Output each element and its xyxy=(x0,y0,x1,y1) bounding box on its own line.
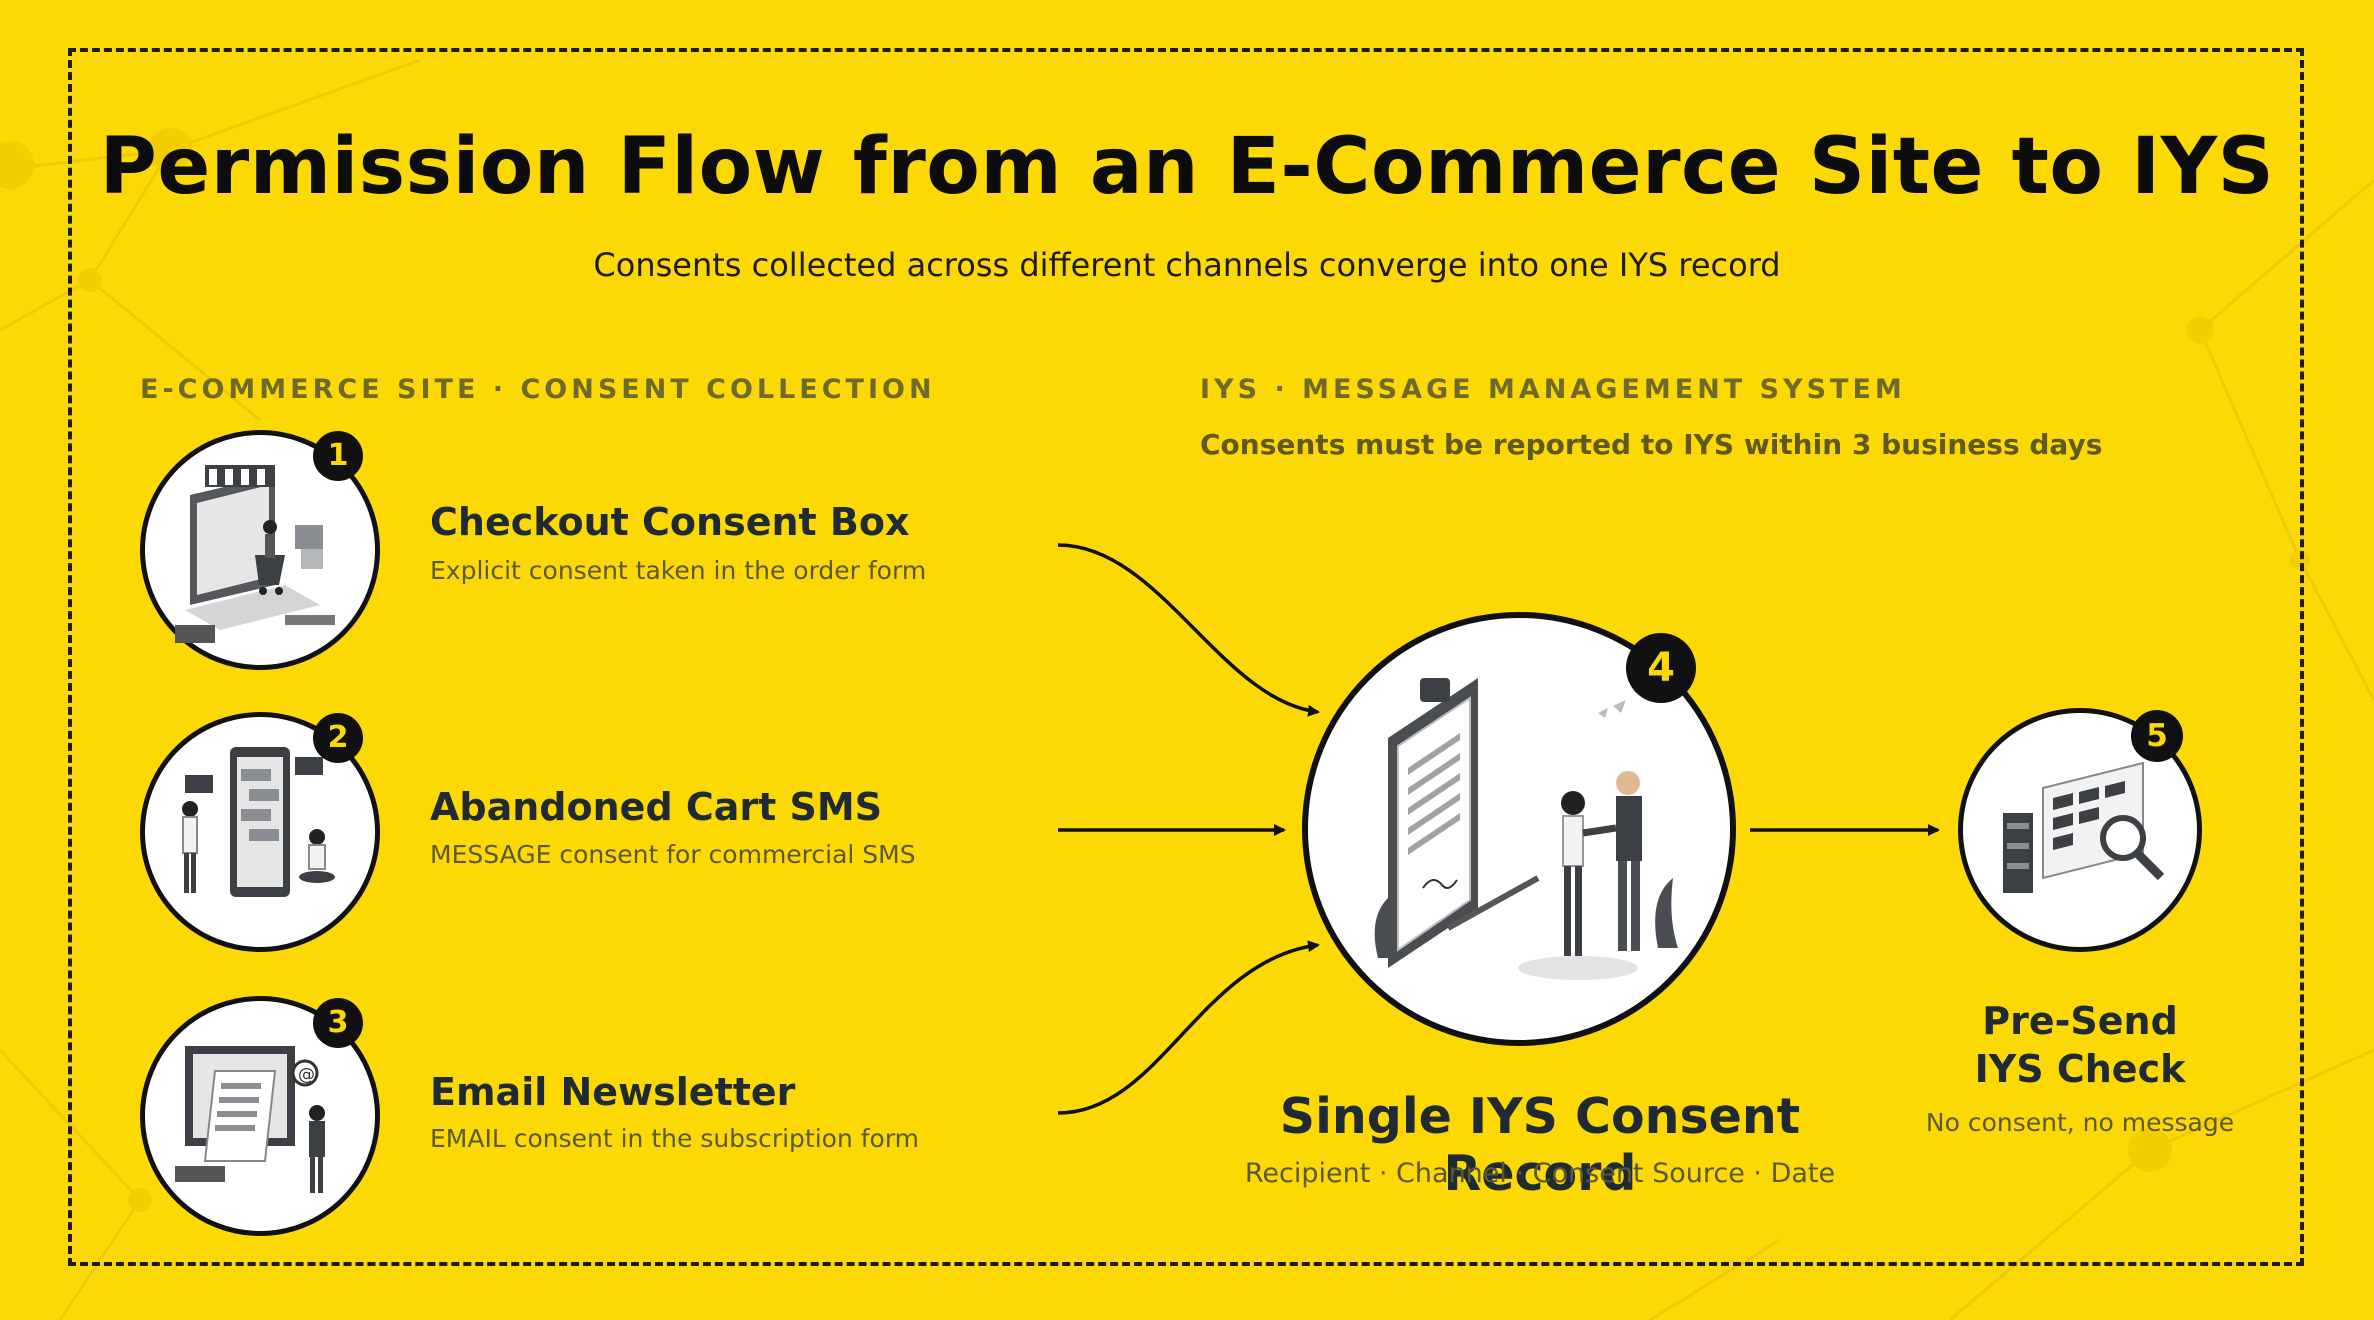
page-subtitle: Consents collected across different chan… xyxy=(593,246,1781,284)
step-2-badge: 2 xyxy=(313,713,363,763)
right-section-label: IYS · MESSAGE MANAGEMENT SYSTEM xyxy=(1200,374,1906,405)
server-search-illustration xyxy=(2003,761,2165,893)
svg-text:@: @ xyxy=(298,1065,315,1085)
step-2-desc: MESSAGE consent for commercial SMS xyxy=(430,840,916,869)
record-badge: 4 xyxy=(1626,633,1696,703)
check-badge: 5 xyxy=(2131,710,2183,762)
check-title: Pre-Send IYS Check xyxy=(1900,997,2260,1093)
contract-handshake-illustration xyxy=(1374,678,1678,980)
check-title-line-2: IYS Check xyxy=(1974,1047,2186,1091)
online-shop-illustration xyxy=(175,465,335,643)
step-1-circle xyxy=(140,430,380,670)
step-1-badge: 1 xyxy=(313,431,363,481)
step-1-title: Checkout Consent Box xyxy=(430,500,910,544)
step-2-title: Abandoned Cart SMS xyxy=(430,785,883,829)
step-3-badge: 3 xyxy=(313,998,363,1048)
page-title: Permission Flow from an E-Commerce Site … xyxy=(99,122,2275,212)
right-section-note: Consents must be reported to IYS within … xyxy=(1200,428,2103,461)
arrow-step3-to-record xyxy=(1057,940,1320,1115)
record-circle xyxy=(1302,612,1736,1046)
mobile-sms-illustration xyxy=(182,747,335,897)
record-title: Single IYS Consent Record xyxy=(1279,1088,1801,1202)
record-desc: Recipient · Channel · Consent Source · D… xyxy=(1244,1158,1836,1189)
arrow-step1-to-record xyxy=(1057,543,1320,717)
step-3-title: Email Newsletter xyxy=(430,1070,796,1114)
step-3-desc: EMAIL consent in the subscription form xyxy=(430,1124,920,1153)
dashed-frame xyxy=(68,48,2304,1266)
check-title-line-1: Pre-Send xyxy=(1982,999,2178,1043)
step-1-desc: Explicit consent taken in the order form xyxy=(430,556,927,585)
left-section-label: E-COMMERCE SITE · CONSENT COLLECTION xyxy=(140,374,936,405)
check-desc: No consent, no message xyxy=(1925,1108,2235,1137)
email-newsletter-illustration: @ xyxy=(175,1046,325,1193)
